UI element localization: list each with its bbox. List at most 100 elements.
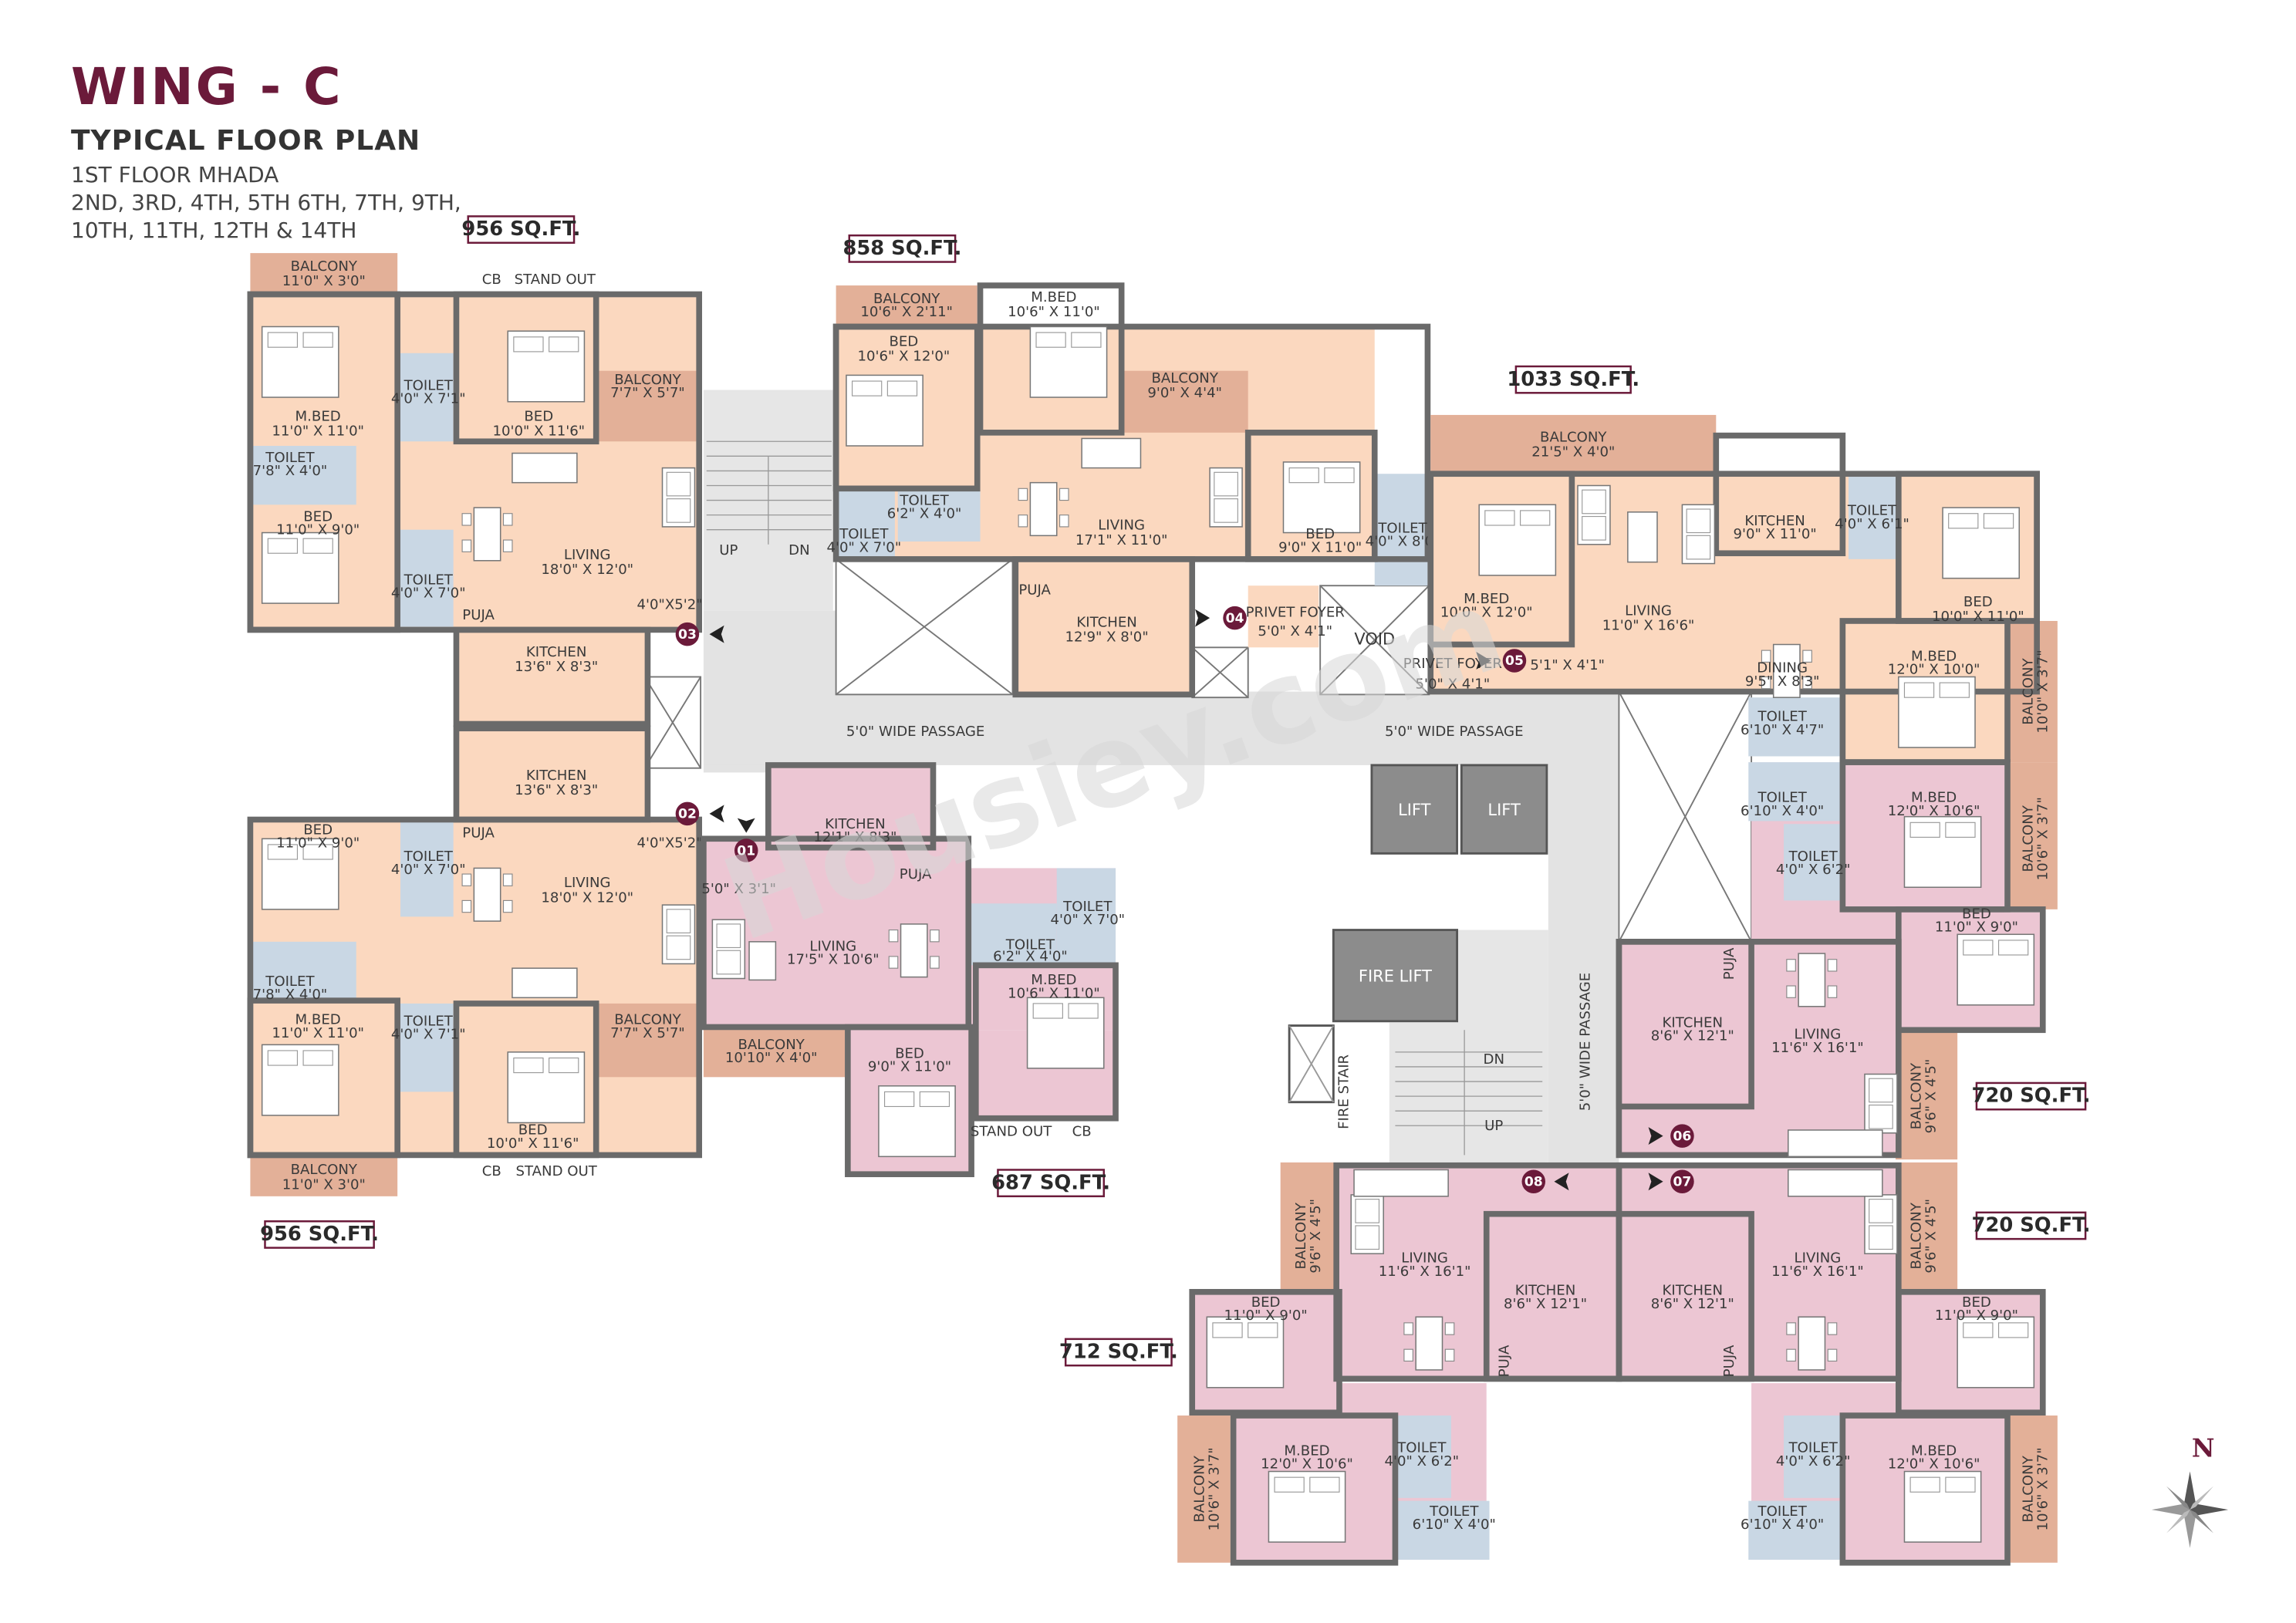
f06-mbed-label: M.BED <box>1911 790 1957 806</box>
f04-puja-label: PUJA <box>1018 582 1051 599</box>
f03-bed2-dim: 11'0" X 9'0" <box>276 521 360 538</box>
f05-bed1-label: BED <box>1963 594 1993 610</box>
f08-puja-label: PUJA <box>1496 1345 1512 1377</box>
f03-living-label: LIVING <box>564 547 611 563</box>
f03-puja-label: PUJA <box>462 607 495 623</box>
f06-toilet1-label: TOILET <box>1757 790 1808 806</box>
f04-balcony2-label: BALCONY <box>1151 370 1218 386</box>
f04-foyer-label: PRIVET FOYER <box>1246 604 1346 620</box>
f06-balcony1-dim: 10'6" X 3'7" <box>2034 797 2051 880</box>
area-tags <box>264 215 2087 1367</box>
f08-toilet1-dim: 6'10" X 4'0" <box>1413 1517 1496 1533</box>
f05-mbed-label: M.BED <box>1464 591 1509 607</box>
f02-kitchen-dim: 13'6" X 8'3" <box>515 782 598 798</box>
compass-rose-icon <box>2151 1471 2229 1548</box>
flat-08 <box>1177 1162 1622 1566</box>
f07-toilet1-label: TOILET <box>1757 1503 1808 1520</box>
f06-living-dim: 11'6" X 16'1" <box>1771 1040 1864 1056</box>
f07-balcony1-dim: 10'6" X 3'7" <box>2034 1447 2051 1530</box>
f08-balcony2-dim: 9'6" X 4'5" <box>1308 1199 1324 1274</box>
plan-header: WING - C TYPICAL FLOOR PLAN 1ST FLOOR MH… <box>71 62 461 245</box>
area-tag-f03 <box>467 215 576 244</box>
area-tag-f05 <box>1514 365 1632 394</box>
f07-mbed-dim: 12'0" X 10'6" <box>1888 1456 1980 1473</box>
f02-living-label: LIVING <box>564 875 611 891</box>
area-tag-f08 <box>1064 1338 1173 1367</box>
void-shafts <box>643 558 1753 943</box>
f08-bed-label: BED <box>1251 1294 1281 1311</box>
area-tag-f02 <box>264 1220 375 1249</box>
f01-puja-label: PUJA <box>900 866 932 882</box>
f01-toilet2-label: TOILET <box>1062 899 1113 915</box>
f08-toilet2-label: TOILET <box>1396 1440 1447 1456</box>
f05-mbed2-dim: 12'0" X 10'0" <box>1888 662 1980 678</box>
f04-bed1-dim: 10'6" X 12'0" <box>858 348 950 364</box>
unit-badge-02 <box>675 801 700 826</box>
f02-toilet3-dim: 4'0" X 7'0" <box>391 862 466 878</box>
f08-mbed-label: M.BED <box>1284 1443 1329 1459</box>
f05-living-label: LIVING <box>1625 602 1672 619</box>
f07-living-dim: 11'6" X 16'1" <box>1771 1264 1864 1280</box>
f03-bed1-dim: 10'0" X 11'6" <box>492 423 585 440</box>
f03-balcony-label: BALCONY <box>291 258 358 275</box>
f02-balcony2-label: BALCONY <box>614 1012 681 1028</box>
stair2-up-label: UP <box>1484 1118 1503 1134</box>
f06-kitchen-label: KITCHEN <box>1663 1014 1723 1031</box>
f07-puja-label: PUJA <box>1721 1345 1737 1377</box>
f01-mbed-dim: 10'6" X 11'0" <box>1008 985 1100 1001</box>
f04-bed2-dim: 9'0" X 11'0" <box>1278 539 1362 555</box>
f08-kitchen-dim: 8'6" X 12'1" <box>1504 1296 1587 1312</box>
floor-line-3: 10TH, 11TH, 12TH & 14TH <box>71 218 357 243</box>
f01-kitchen-dim: 12'1" X 8'3" <box>813 829 896 845</box>
f08-balcony2-label: BALCONY <box>1293 1202 1309 1269</box>
f04-toilet3-label: TOILET <box>1377 521 1427 537</box>
lift-2-label: LIFT <box>1487 801 1521 819</box>
f03-kitchen-label: KITCHEN <box>526 644 586 660</box>
unit-badge-08 <box>1521 1169 1546 1194</box>
f01-living-dim: 17'5" X 10'6" <box>787 951 880 967</box>
f04-bed1-label: BED <box>889 333 918 349</box>
stair-treads <box>706 440 1543 1156</box>
f04-toilet2-dim: 4'0" X 7'0" <box>827 539 902 555</box>
area-tag-f06 <box>1975 1081 2087 1111</box>
f05-kitchen-label: KITCHEN <box>1744 513 1805 529</box>
f04-balcony1-dim: 10'6" X 2'11" <box>860 304 953 320</box>
area-label-f01: 687 SQ.FT. <box>991 1171 1110 1194</box>
plan-title: TYPICAL FLOOR PLAN <box>71 125 421 157</box>
f01-foyer-dim: 5'0" X 3'1" <box>701 881 776 897</box>
floor-line-1: 1ST FLOOR MHADA <box>71 162 279 187</box>
f02-balcony2-dim: 7'7" X 5'7" <box>610 1025 685 1041</box>
f01-toilet2-dim: 4'0" X 7'0" <box>1050 912 1125 928</box>
passage-vertical-label: 5'0" WIDE PASSAGE <box>1577 973 1593 1112</box>
f01-mbed-label: M.BED <box>1031 972 1076 988</box>
f07-living-label: LIVING <box>1795 1250 1842 1267</box>
f04-living-dim: 17'1" X 11'0" <box>1075 532 1168 548</box>
passage-right-label: 5'0" WIDE PASSAGE <box>1385 724 1524 740</box>
f02-bed2-label: BED <box>303 822 333 838</box>
f08-kitchen-label: KITCHEN <box>1515 1283 1575 1299</box>
unit-number-02: 02 <box>678 807 697 822</box>
f04-toilet1-label: TOILET <box>899 492 949 508</box>
f06-balcony2-dim: 9'6" X 4'5" <box>1923 1059 1940 1134</box>
unit-number-05: 05 <box>1505 653 1524 669</box>
f02-toilet2-label: TOILET <box>265 973 315 990</box>
f03-toilet1-label: TOILET <box>403 377 454 393</box>
f04-toilet3-dim: 4'0" X 8'0" <box>1366 534 1440 550</box>
f01-living-label: LIVING <box>809 938 856 954</box>
f02-cb-label: CB <box>482 1163 501 1179</box>
f05-bed1-dim: 10'0" X 11'0" <box>1932 609 2024 625</box>
fire-lift-label: FIRE LIFT <box>1359 967 1432 985</box>
flat-07 <box>1616 1162 2058 1566</box>
f01-bed-label: BED <box>895 1046 924 1062</box>
f05-living-dim: 11'0" X 16'6" <box>1602 617 1695 633</box>
floor-line-2: 2ND, 3RD, 4TH, 5TH 6TH, 7TH, 9TH, <box>71 190 461 215</box>
area-tag-f04 <box>848 234 957 263</box>
f02-standout-label: STAND OUT <box>515 1163 597 1179</box>
unit-number-04: 04 <box>1226 611 1244 626</box>
stair2-dn-label: DN <box>1484 1051 1505 1068</box>
f04-foyer-dim: 5'0" X 4'1" <box>1258 623 1332 639</box>
stair-up-label: UP <box>719 542 738 558</box>
f05-balcony-label: BALCONY <box>1540 429 1607 445</box>
f01-balcony-label: BALCONY <box>738 1037 805 1053</box>
f01-cb-label: CB <box>1072 1124 1092 1140</box>
